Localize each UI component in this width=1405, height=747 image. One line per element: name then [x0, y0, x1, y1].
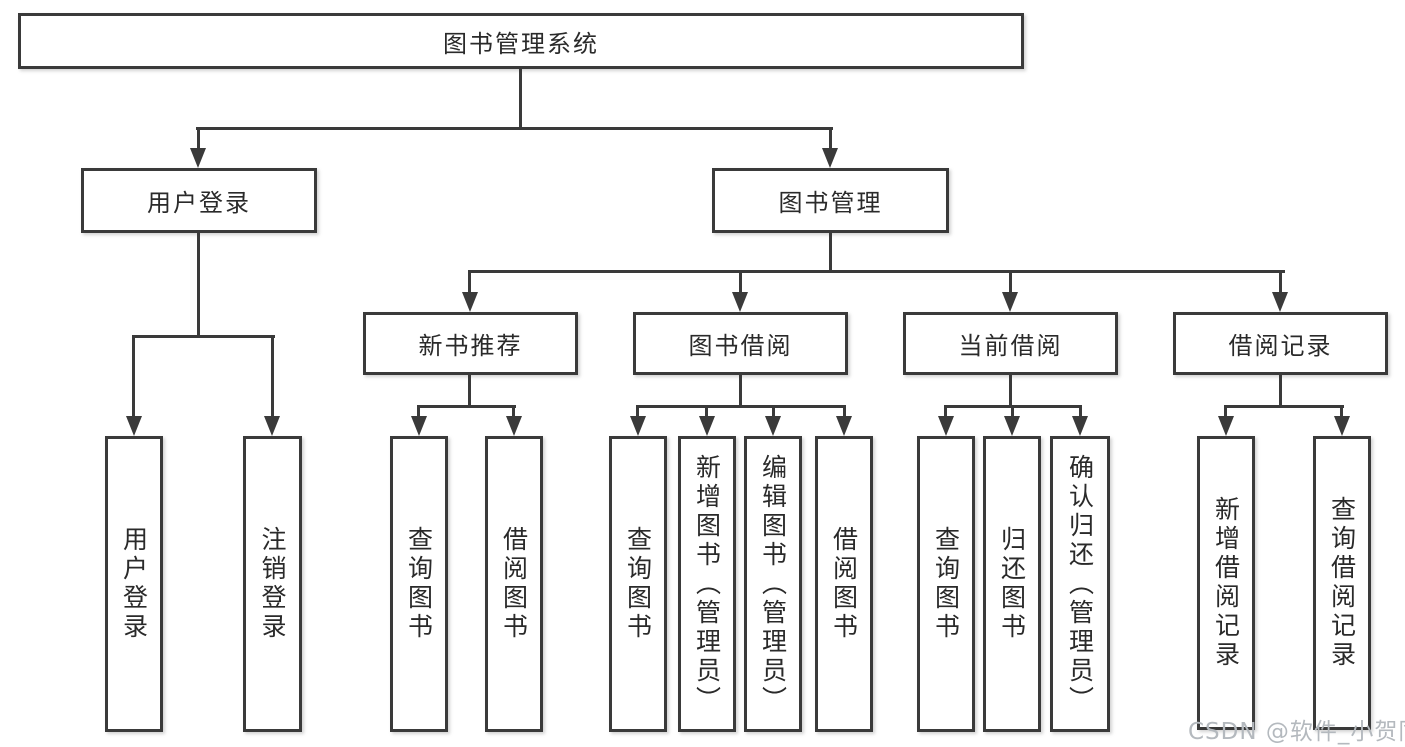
csdn-watermark: CSDN @软件_小贺同学: [1188, 719, 1405, 745]
arrowhead-leaf: [411, 416, 427, 436]
connector-root-stub: [519, 69, 522, 127]
leaf-borrow-books-recommend: 借阅图书: [485, 436, 543, 732]
connector-to-new-book: [468, 273, 471, 292]
leaf-add-borrow-record: 新增借阅记录: [1197, 436, 1255, 730]
connector-book-borrowing-bus: [636, 405, 846, 408]
arrowhead-leaf: [1218, 416, 1234, 436]
leaf-user-login: 用户登录: [105, 436, 163, 732]
connector-current-borrowing-stub: [1009, 375, 1012, 405]
leaf-confirm-return-admin: 确认归还（管理员）: [1050, 436, 1110, 732]
connector-to-leaf: [772, 408, 775, 416]
connector-borrowing-records-stub: [1279, 375, 1282, 405]
connector-to-leaf: [417, 408, 420, 416]
connector-to-book-borrowing: [739, 273, 742, 292]
connector-borrowing-records-bus: [1224, 405, 1344, 408]
leaf-return-books: 归还图书: [983, 436, 1041, 732]
connector-to-leaf: [636, 408, 639, 416]
node-library-system: 图书管理系统: [18, 13, 1024, 69]
node-borrowing-records: 借阅记录: [1173, 312, 1388, 375]
connector-to-user-login: [197, 130, 200, 148]
node-new-book-recommendation: 新书推荐: [363, 312, 578, 375]
arrowhead-leaf: [836, 416, 852, 436]
connector-to-leaf: [1011, 408, 1014, 416]
connector-to-leaf: [1079, 408, 1082, 416]
connector-to-current-borrowing: [1009, 273, 1012, 292]
connector-new-book-stub: [468, 375, 471, 405]
connector-to-leaf: [512, 408, 515, 416]
connector-book-management-stub: [829, 233, 832, 270]
leaf-query-books-current: 查询图书: [917, 436, 975, 732]
connector-to-leaf-user-login: [132, 338, 135, 416]
arrowhead-leaf: [1072, 416, 1088, 436]
node-book-borrowing: 图书借阅: [633, 312, 848, 375]
node-current-borrowing: 当前借阅: [903, 312, 1118, 375]
connector-new-book-bus: [417, 405, 516, 408]
arrowhead-leaf: [765, 416, 781, 436]
connector-to-leaf: [843, 408, 846, 416]
arrowhead-leaf: [1334, 416, 1350, 436]
connector-user-login-stub: [197, 233, 200, 335]
arrowhead-leaf: [938, 416, 954, 436]
connector-to-leaf-logout: [271, 338, 274, 416]
arrowhead-leaf: [1004, 416, 1020, 436]
arrowhead-borrowing-records: [1272, 292, 1288, 312]
arrowhead-leaf: [630, 416, 646, 436]
arrowhead-book-management: [822, 148, 838, 168]
connector-level3-bus: [468, 270, 1285, 273]
leaf-query-borrow-record: 查询借阅记录: [1313, 436, 1371, 730]
node-book-management: 图书管理: [712, 168, 949, 233]
leaf-logout: 注销登录: [243, 436, 302, 732]
arrowhead-leaf-logout: [264, 416, 280, 436]
leaf-query-books-recommend: 查询图书: [390, 436, 448, 732]
arrowhead-leaf-user-login: [126, 416, 142, 436]
connector-to-borrowing-records: [1279, 273, 1282, 292]
leaf-add-books-admin: 新增图书（管理员）: [678, 436, 736, 732]
arrowhead-book-borrowing: [732, 292, 748, 312]
leaf-borrow-books-borrowing: 借阅图书: [815, 436, 873, 732]
arrowhead-new-book: [462, 292, 478, 312]
leaf-query-books-borrowing: 查询图书: [609, 436, 667, 732]
arrowhead-leaf: [506, 416, 522, 436]
connector-user-login-bus: [132, 335, 275, 338]
connector-current-borrowing-bus: [944, 405, 1082, 408]
arrowhead-leaf: [699, 416, 715, 436]
connector-to-leaf: [944, 408, 947, 416]
connector-level2-bus: [196, 127, 833, 130]
connector-to-leaf: [1224, 408, 1227, 416]
arrowhead-user-login: [190, 148, 206, 168]
connector-book-borrowing-stub: [739, 375, 742, 405]
node-user-login: 用户登录: [81, 168, 317, 233]
connector-to-leaf: [1340, 408, 1343, 416]
connector-to-leaf: [705, 408, 708, 416]
leaf-edit-books-admin: 编辑图书（管理员）: [744, 436, 802, 732]
arrowhead-current-borrowing: [1002, 292, 1018, 312]
connector-to-book-management: [829, 130, 832, 148]
